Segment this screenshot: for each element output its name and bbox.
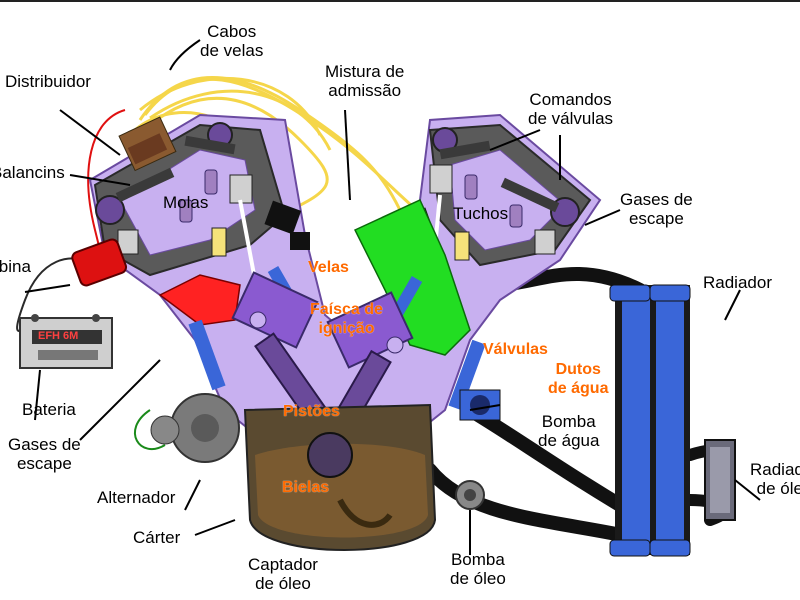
label-velas: Velas [308, 259, 349, 276]
label-distribuidor: Distribuidor [5, 72, 91, 91]
battery-display-text: EFH 6M [38, 330, 79, 342]
label-bobina: Bobina [0, 257, 31, 276]
alternator [150, 393, 240, 463]
label-bomba-de-oleo: Bomba de óleo [450, 550, 506, 588]
oil-cooler [704, 439, 736, 521]
label-pistoes: Pistões [283, 403, 340, 420]
ignition-coil [71, 238, 128, 287]
label-bateria: Bateria [22, 400, 76, 419]
exhaust-port [158, 274, 241, 326]
label-bielas: Bielas [282, 479, 330, 496]
spark-plug-wires [134, 76, 441, 236]
spark-plugs [211, 227, 470, 261]
label-valvulas: Válvulas [483, 341, 548, 358]
battery [19, 314, 113, 369]
label-carter: Cárter [133, 528, 181, 547]
label-faisca-de-ignicao: Faísca de ignição [310, 301, 383, 337]
label-gases-de-escape-left: Gases de escape [8, 435, 81, 473]
alternator-wire [133, 409, 166, 451]
crankshaft [307, 432, 353, 478]
label-balancins: Balancins [0, 163, 65, 182]
label-tuchos: Tuchos [453, 204, 509, 223]
top-border [0, 0, 800, 2]
label-gases-de-escape-right: Gases de escape [620, 190, 693, 228]
label-radiador-de-oleo: Radiador de óleo [750, 460, 800, 498]
label-radiador: Radiador [703, 273, 772, 292]
label-alternador: Alternador [97, 488, 176, 507]
oil-pickup [337, 498, 393, 528]
left-camshaft [95, 195, 125, 225]
pistons [231, 271, 414, 369]
leader-lines [24, 39, 761, 555]
distributor [118, 116, 177, 172]
label-molas: Molas [163, 193, 209, 212]
label-dutos-de-agua: Dutos de água [548, 361, 609, 397]
label-bomba-de-agua: Bomba de água [538, 412, 600, 450]
lifters [179, 169, 523, 228]
oil-pump [455, 480, 485, 510]
rocker-arms [115, 135, 560, 213]
label-cabos-de-velas: Cabos de velas [200, 22, 264, 60]
label-captador-de-oleo: Captador de óleo [248, 555, 318, 593]
label-comandos-de-valvulas: Comandos de válvulas [528, 90, 614, 128]
radiator [609, 284, 691, 557]
label-mistura-de-admissao: Mistura de admissão [325, 62, 405, 100]
